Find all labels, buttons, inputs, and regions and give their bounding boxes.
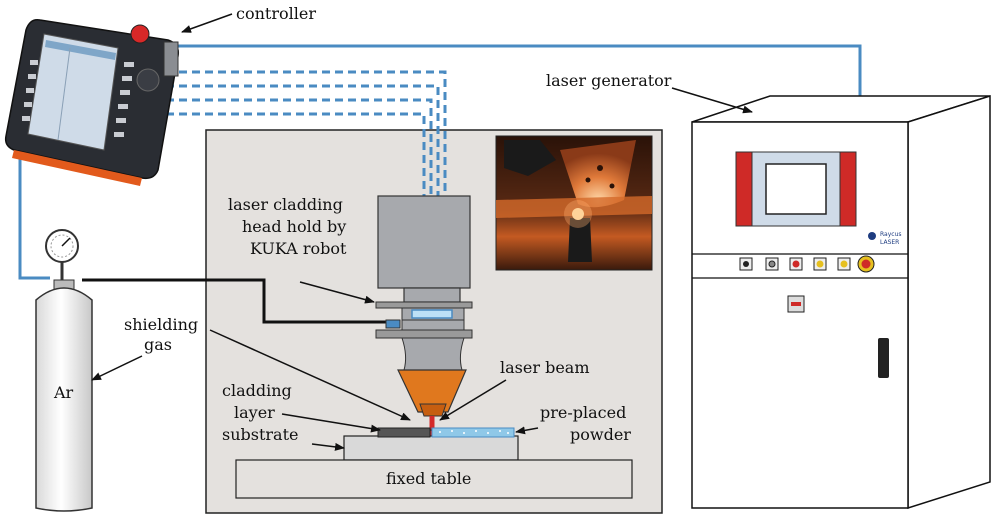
- controller-arrow: [181, 13, 233, 33]
- fixed-table-label: fixed table: [386, 469, 471, 488]
- cladding-label-2: layer: [234, 403, 275, 422]
- shielding-gas-label-1: shielding: [124, 315, 198, 334]
- laser-cabinet-icon: Raycus LASER: [691, 94, 991, 510]
- cladding-label-1: cladding: [222, 381, 292, 400]
- preplaced-label-2: powder: [570, 425, 631, 444]
- head-label-1: laser cladding: [228, 195, 343, 214]
- generator-key-switch[interactable]: [787, 295, 805, 313]
- svg-text:LASER: LASER: [880, 239, 899, 246]
- preplaced-powder: [431, 427, 515, 438]
- teach-pendant-icon[interactable]: [4, 18, 180, 186]
- fixed-table: [235, 459, 633, 499]
- laser-beam-label: laser beam: [500, 358, 590, 377]
- argon-cylinder-icon: [35, 258, 93, 512]
- ar-label: Ar: [53, 383, 74, 402]
- substrate-block: [343, 435, 519, 461]
- cladding-layer: [377, 427, 431, 438]
- controller-label: controller: [236, 4, 316, 23]
- head-arrow: [299, 281, 375, 304]
- preplaced-arrow: [515, 426, 539, 435]
- shielding-gas-pipe: [82, 278, 390, 324]
- pressure-gauge-icon: [45, 229, 79, 263]
- svg-text:Raycus: Raycus: [880, 231, 902, 238]
- cladding-process-photo: [495, 135, 653, 271]
- powder-texture: [439, 430, 509, 434]
- cladding-arrow: [281, 413, 381, 433]
- substrate-arrow: [311, 442, 345, 451]
- laser-beam-arrow: [439, 379, 507, 421]
- shielding-gas-label-2: gas: [144, 335, 172, 354]
- generator-door-handle[interactable]: [878, 338, 889, 378]
- laser-cladding-head: [375, 195, 473, 417]
- preplaced-label-1: pre-placed: [540, 403, 626, 422]
- laser-generator-arrow: [671, 87, 753, 114]
- substrate-label: substrate: [222, 425, 298, 444]
- generator-control-buttons[interactable]: [739, 255, 875, 273]
- head-to-clad-line: [209, 329, 411, 421]
- shielding-gas-arrow: [91, 355, 143, 381]
- controller-signal-lines: [18, 44, 862, 280]
- head-label-2: head hold by: [242, 217, 346, 236]
- head-label-3: KUKA robot: [250, 239, 347, 258]
- laser-generator-label: laser generator: [546, 71, 672, 90]
